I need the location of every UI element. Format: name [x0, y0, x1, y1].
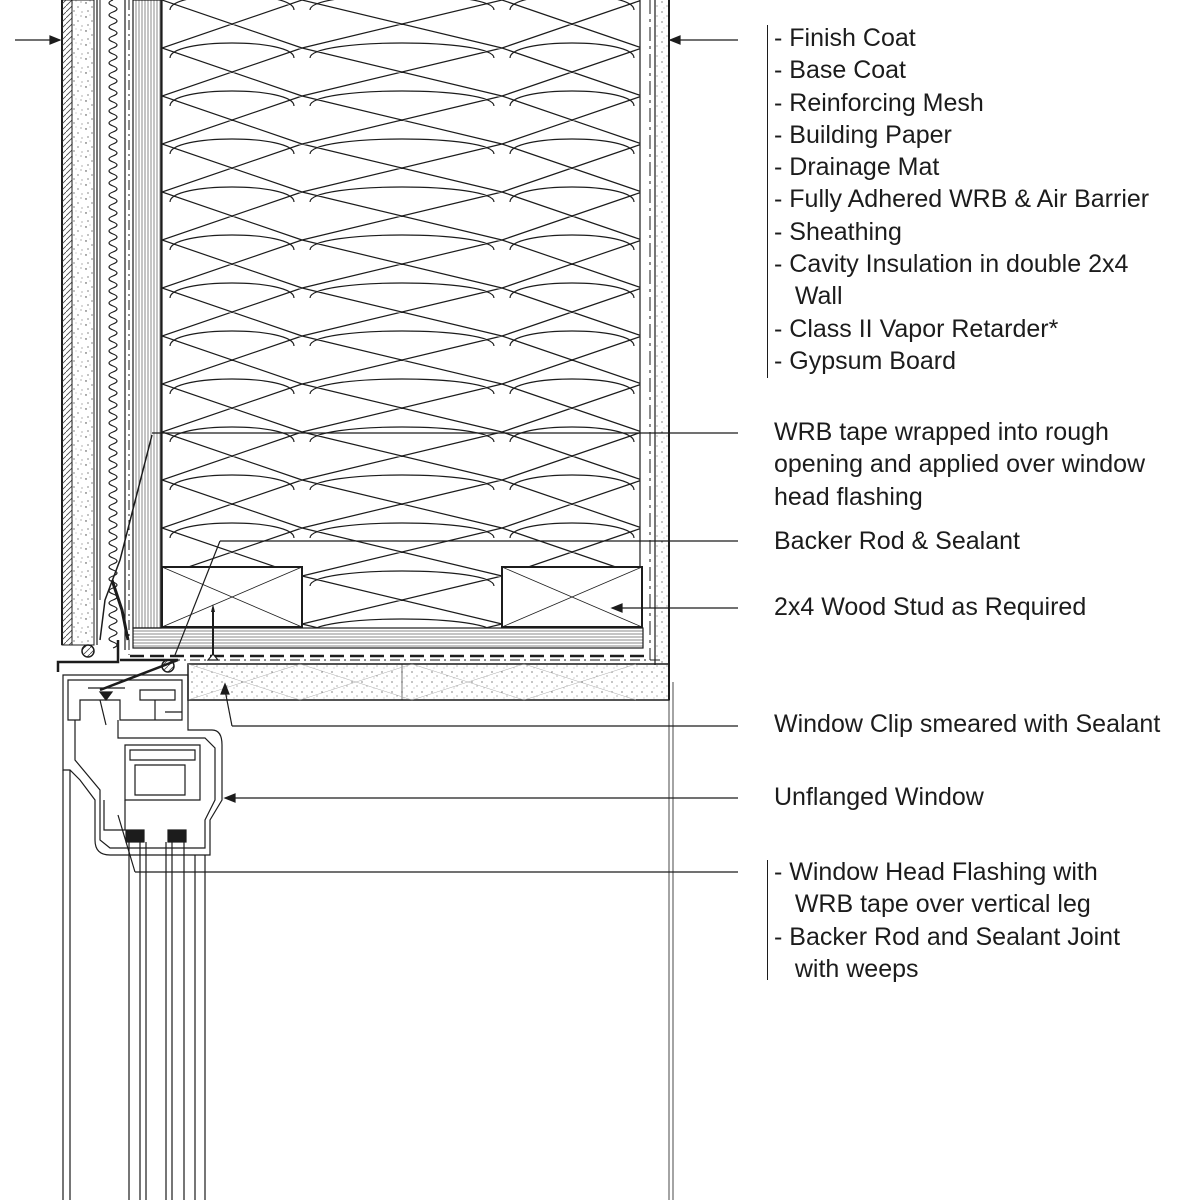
head-flashing-line: WRB tape over vertical leg	[774, 890, 1091, 919]
interior-layers	[649, 0, 670, 700]
wall-layer-line: - Finish Coat	[774, 24, 916, 52]
head-flashing-bracket	[767, 860, 768, 980]
head-flashing-line: - Window Head Flashing with	[774, 858, 1098, 886]
exterior-stucco-layers	[61, 0, 130, 655]
wall-layers-label: - Finish Coat - Base Coat - Reinforcing Me…	[774, 22, 1149, 377]
cavity-insulation	[162, 0, 640, 628]
wall-layer-line: - Reinforcing Mesh	[774, 88, 984, 117]
head-flashing-label: - Window Head Flashing with WRB tape ove…	[774, 856, 1120, 985]
window-clip-fastener	[206, 604, 220, 661]
wall-layer-line: - Class II Vapor Retarder*	[774, 314, 1059, 343]
window-frame	[62, 674, 223, 856]
wood-stud-right	[501, 566, 643, 628]
window-clip-text: Window Clip smeared with Sealant	[774, 710, 1161, 738]
backer-rod-exterior	[81, 644, 95, 658]
wall-layer-line: - Cavity Insulation in double 2x4	[774, 250, 1129, 279]
backer-rod-text: Backer Rod & Sealant	[774, 527, 1020, 555]
head-flashing-line: with weeps	[774, 954, 919, 983]
unflanged-window-text: Unflanged Window	[774, 783, 984, 811]
backer-rod-label: Backer Rod & Sealant	[774, 525, 1020, 557]
wall-layer-line: Wall	[774, 282, 843, 311]
head-flashing-line: - Backer Rod and Sealant Joint	[774, 922, 1121, 951]
wall-layer-line: - Sheathing	[774, 217, 902, 246]
wall-layer-line: - Fully Adhered WRB & Air Barrier	[774, 185, 1150, 214]
window-clip-label: Window Clip smeared with Sealant	[774, 708, 1160, 740]
wood-stud-label: 2x4 Wood Stud as Required	[774, 591, 1086, 623]
gypsum-soffit	[187, 663, 670, 701]
wrb-tape-line: opening and applied over window	[774, 450, 1146, 479]
wood-stud-left	[161, 566, 303, 628]
sheathing-vertical	[132, 0, 162, 629]
leader-lines	[15, 35, 738, 873]
wall-layer-line: - Gypsum Board	[774, 346, 957, 375]
wrb-tape-line: head flashing	[774, 482, 923, 511]
head-flashing	[56, 640, 120, 672]
drainage-mat	[108, 0, 118, 649]
wall-layers-bracket	[767, 25, 768, 378]
wrb-tape-line: WRB tape wrapped into rough	[774, 418, 1109, 446]
wrb-tape-label: WRB tape wrapped into rough opening and a…	[774, 416, 1145, 513]
header-sheathing	[132, 627, 644, 649]
glazing-unit	[62, 682, 674, 1200]
wall-layer-line: - Building Paper	[774, 120, 952, 149]
wood-stud-text: 2x4 Wood Stud as Required	[774, 593, 1087, 621]
wall-layer-line: - Drainage Mat	[774, 153, 940, 182]
unflanged-window-label: Unflanged Window	[774, 781, 984, 813]
wall-layer-line: - Base Coat	[774, 56, 907, 85]
